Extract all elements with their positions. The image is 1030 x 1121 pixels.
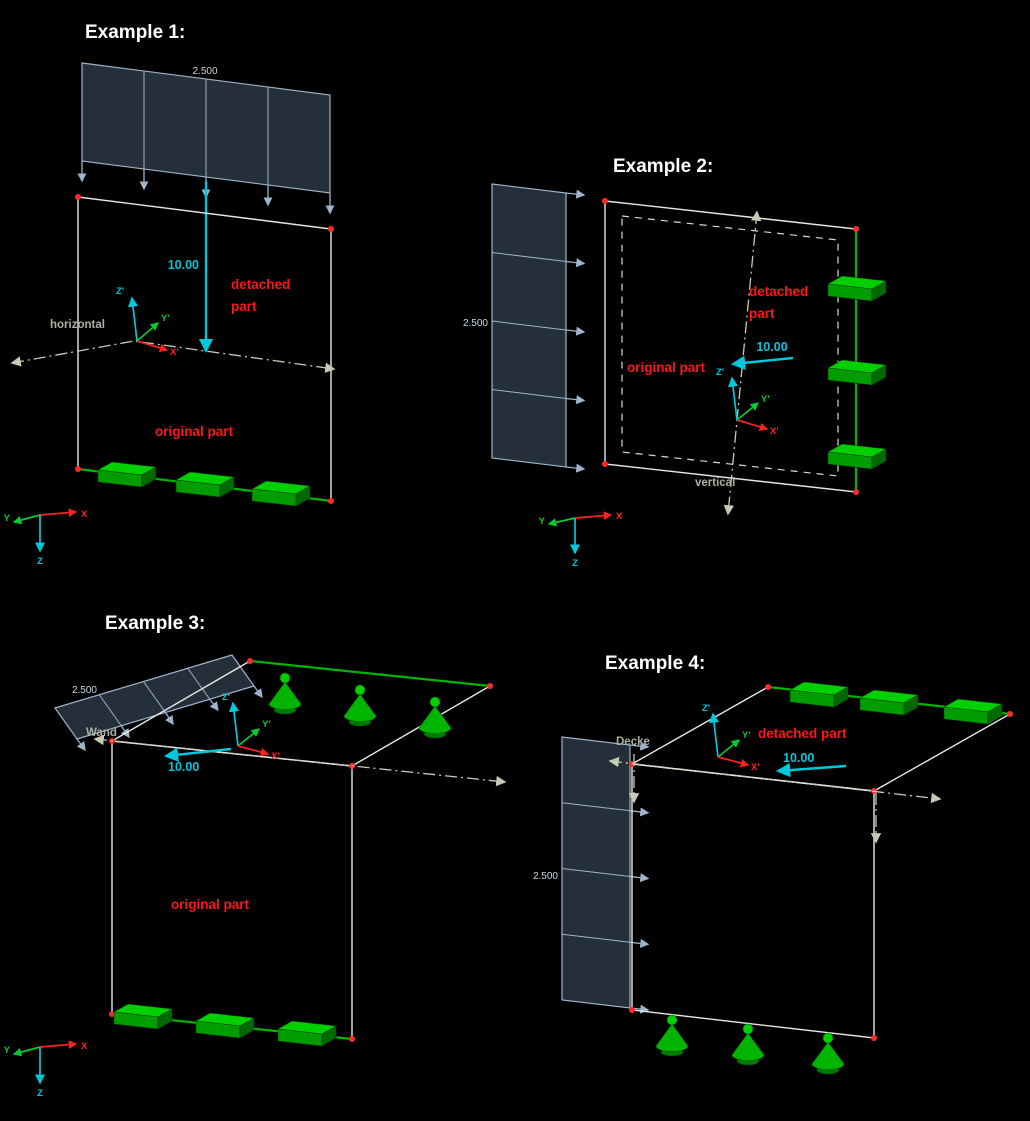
local-y-label: Y'	[742, 730, 751, 741]
example-1: Example 1: 2.500 10.00	[4, 22, 336, 567]
offset-arrow	[163, 747, 232, 762]
global-y-label: Y	[4, 1045, 11, 1056]
global-x-label: X	[81, 509, 88, 520]
line-supports	[789, 681, 1003, 725]
local-x-label: X'	[751, 762, 760, 773]
global-x-axis	[39, 508, 78, 517]
wall-wireframe	[629, 761, 877, 1041]
local-z-axis	[228, 701, 240, 747]
load-panel: 2.500	[77, 62, 335, 215]
load-arrows	[565, 189, 586, 473]
detached-part-label-line2: part	[231, 299, 257, 314]
axis-note: horizontal	[50, 319, 105, 331]
example-4: Example 4: 2.500	[533, 653, 1013, 1075]
local-axes: Z' Y' X'	[702, 703, 760, 773]
detach-axis-line	[723, 210, 762, 516]
local-y-axis	[717, 739, 740, 758]
detach-axis-line	[608, 756, 942, 804]
local-z-label: Z'	[222, 692, 230, 703]
example-4-title: Example 4:	[605, 653, 705, 674]
load-value: 2.500	[463, 318, 488, 329]
local-z-label: Z'	[702, 703, 710, 714]
line-support-edge	[249, 659, 491, 688]
global-x-label: X	[81, 1041, 88, 1052]
local-x-axis	[237, 745, 270, 757]
global-y-axis	[547, 517, 576, 527]
example-2: Example 2: 2.500 vertical	[463, 156, 887, 569]
global-x-label: X	[616, 511, 623, 522]
surface-wireframe	[75, 194, 334, 504]
load-value: 2.500	[72, 685, 97, 696]
global-y-label: Y	[539, 516, 546, 527]
local-x-label: X'	[170, 347, 179, 358]
original-part-label: original part	[171, 897, 250, 912]
load-value: 2.500	[533, 871, 558, 882]
local-y-axis	[136, 322, 159, 342]
example-3: Example 3: 2.500	[4, 613, 507, 1099]
example-1-title: Example 1:	[85, 22, 185, 43]
local-axes: Z' Y' X'	[116, 286, 179, 358]
detach-axis-line	[93, 734, 507, 787]
detached-part-label-line1: detached	[231, 277, 290, 292]
detached-part-label-line2: part	[749, 306, 775, 321]
local-z-axis	[727, 376, 739, 421]
offset-arrow	[730, 355, 794, 370]
offset-value: 10.00	[756, 340, 787, 354]
local-y-axis	[736, 402, 759, 421]
local-y-label: Y'	[761, 394, 770, 405]
local-z-label: Z'	[716, 367, 724, 378]
global-z-label: Z	[37, 1088, 43, 1099]
local-y-axis	[237, 728, 260, 747]
local-axes: Z' Y' X'	[222, 692, 280, 762]
local-x-label: X'	[770, 426, 779, 437]
wall-wireframe	[109, 738, 355, 1042]
offset-value: 10.00	[783, 751, 814, 765]
load-panel: 2.500	[533, 736, 650, 1014]
local-x-axis	[136, 340, 169, 352]
local-z-label: Z'	[116, 286, 124, 297]
global-z-label: Z	[572, 558, 578, 569]
detached-part-label-line1: detached	[749, 284, 808, 299]
load-panel: 2.500	[463, 183, 586, 473]
global-x-axis	[39, 1040, 78, 1049]
global-x-axis	[574, 511, 613, 520]
local-x-label: X'	[271, 751, 280, 762]
example-2-title: Example 2:	[613, 156, 713, 177]
offset-value: 10.00	[168, 258, 199, 272]
global-z-label: Z	[37, 556, 43, 567]
local-axes: Z' Y' X'	[716, 367, 779, 437]
load-panel: 2.500	[54, 654, 263, 752]
local-x-axis	[717, 756, 750, 768]
detached-outline-dashed	[621, 215, 839, 477]
global-y-axis	[12, 514, 41, 525]
offset-value: 10.00	[168, 760, 199, 774]
original-part-label: original part	[627, 360, 706, 375]
line-supports	[97, 461, 311, 507]
surface-note: Wand	[86, 727, 117, 739]
example-3-title: Example 3:	[105, 613, 205, 634]
global-y-axis	[12, 1046, 41, 1057]
local-z-axis	[708, 712, 720, 758]
axis-note: vertical	[695, 477, 735, 489]
local-y-label: Y'	[262, 719, 271, 730]
detach-axis-line	[10, 340, 336, 373]
offset-arrow	[775, 762, 847, 778]
local-z-axis	[127, 296, 139, 342]
global-y-label: Y	[4, 513, 11, 524]
line-supports	[113, 1003, 337, 1047]
surface-wireframe	[602, 198, 859, 495]
nodal-supports	[268, 672, 452, 739]
global-axes: X Y Z	[4, 508, 88, 567]
global-axes: X Y Z	[4, 1040, 88, 1099]
local-x-axis	[736, 419, 769, 431]
local-y-label: Y'	[161, 313, 170, 324]
load-value: 2.500	[192, 66, 217, 77]
original-part-label: original part	[155, 424, 234, 439]
surface-note: Decke	[616, 736, 650, 748]
global-axes: X Y Z	[539, 511, 623, 569]
detached-part-label: detached part	[758, 726, 847, 741]
